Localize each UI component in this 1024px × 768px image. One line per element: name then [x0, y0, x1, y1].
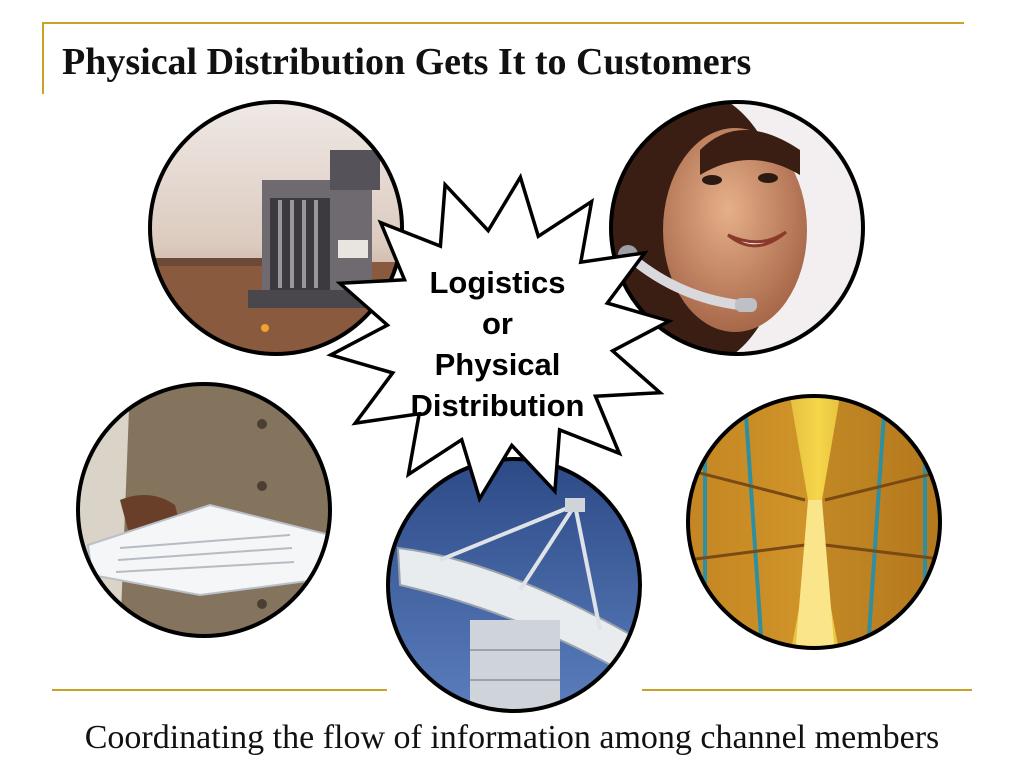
satellite-dish-icon: [396, 498, 640, 711]
order-documents-photo: [76, 382, 332, 638]
caption-rule-right: [642, 689, 972, 691]
truck-icon: [248, 150, 388, 332]
center-label-line-3: Physical: [434, 347, 561, 382]
warehouse-shelves-icon: [688, 396, 940, 648]
warehouse-photo: [686, 394, 942, 650]
caption-rule-left: [52, 689, 387, 691]
title-top-rule: [42, 22, 964, 24]
slide-title: Physical Distribution Gets It to Custome…: [62, 41, 752, 83]
center-starburst: [326, 172, 674, 504]
center-label-line-2: or: [482, 306, 513, 341]
center-label-line-1: Logistics: [429, 265, 566, 300]
truck-photo: [148, 100, 404, 356]
headset-operator-photo: [609, 100, 865, 356]
satellite-dish-photo: [386, 457, 642, 713]
title-side-rule: [42, 22, 44, 94]
center-label-line-4: Distribution: [410, 388, 585, 423]
slide-caption: Coordinating the flow of information amo…: [84, 719, 940, 756]
center-label: Logistics or Physical Distribution: [390, 262, 605, 426]
